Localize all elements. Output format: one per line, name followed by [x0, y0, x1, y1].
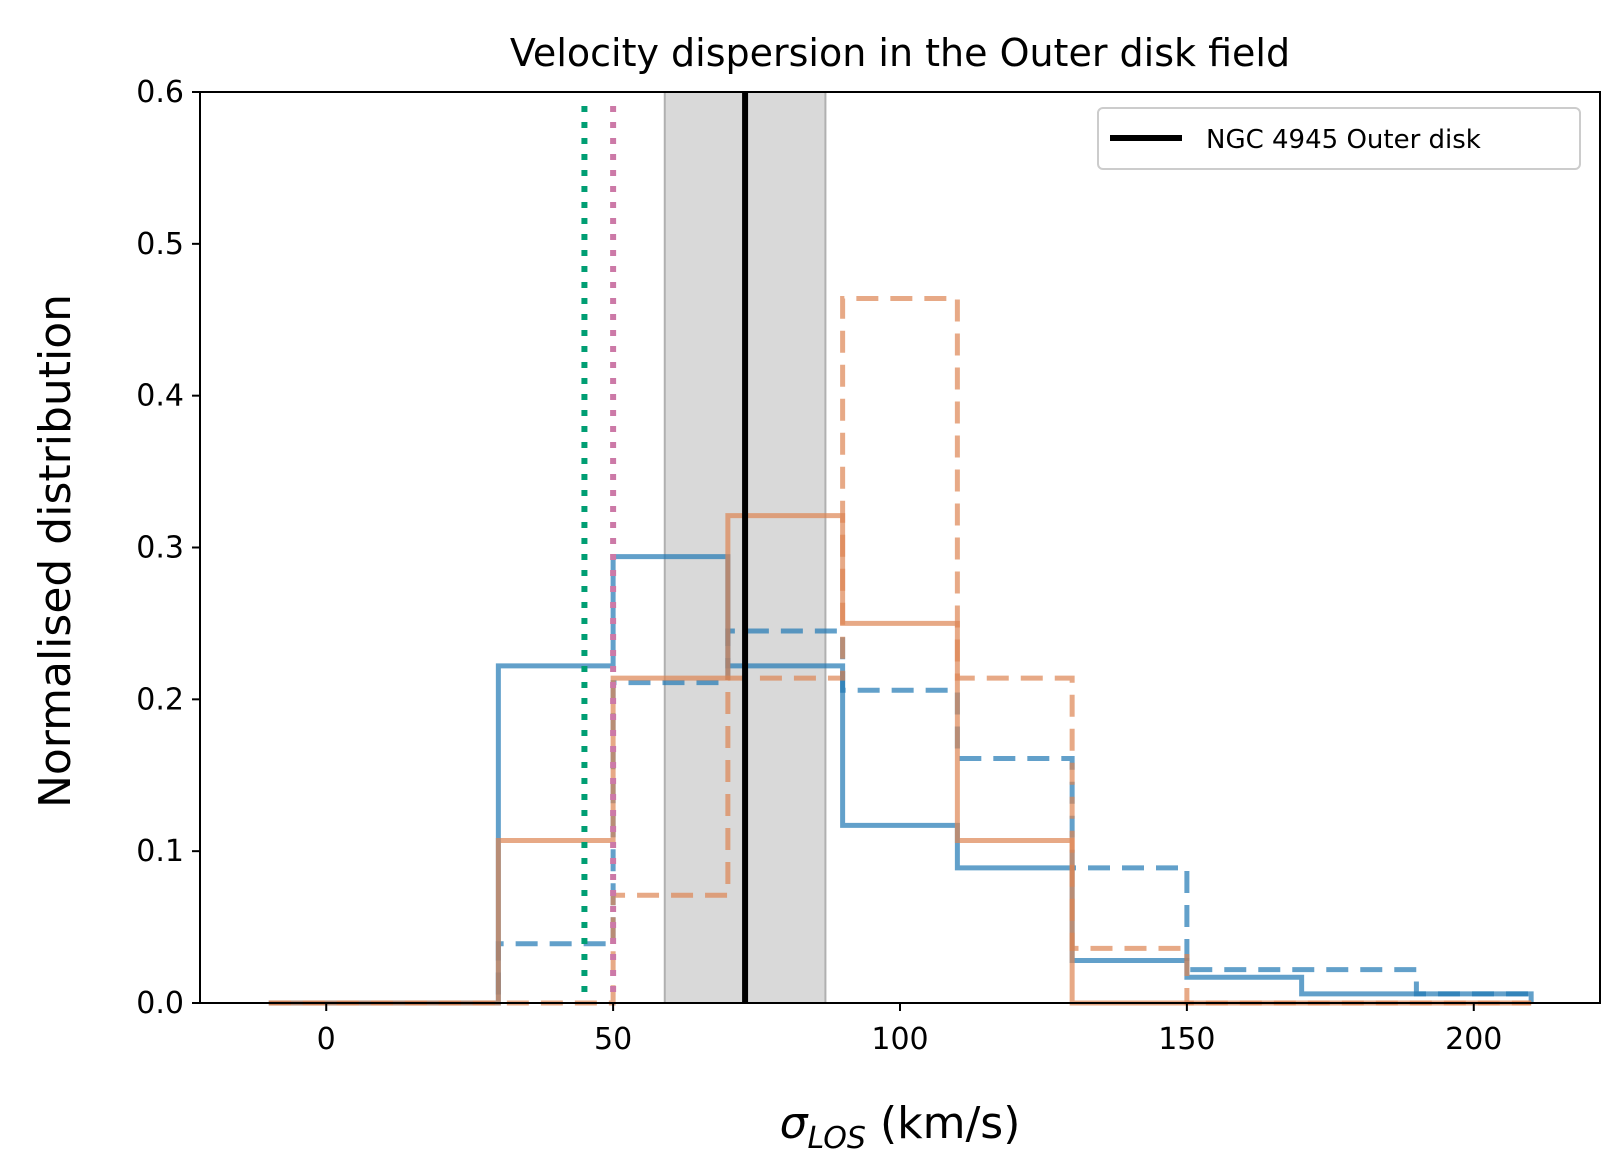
plot-frame	[199, 91, 1601, 1004]
y-tick-label-1: 0.1	[136, 834, 184, 869]
y-tick-label-2: 0.2	[136, 682, 184, 717]
legend-entry-label: NGC 4945 Outer disk	[1206, 125, 1481, 155]
x-tick-label-3: 150	[1158, 1022, 1215, 1057]
chart-title: Velocity dispersion in the Outer disk fi…	[510, 31, 1290, 75]
x-axis-label-symbol: σ	[780, 1098, 809, 1149]
y-tick-label-0: 0.0	[136, 986, 184, 1021]
x-tick-label-4: 200	[1445, 1022, 1502, 1057]
y-axis-label: Normalised distribution	[30, 294, 81, 808]
x-tick-label-2: 100	[871, 1022, 928, 1057]
x-axis-label: σLOS (km/s)	[780, 1098, 1021, 1156]
histogram-series-1	[268, 628, 1534, 1006]
legend-box	[1097, 107, 1581, 170]
y-tick-label-5: 0.5	[136, 227, 184, 262]
legend: NGC 4945 Outer disk	[1097, 107, 1581, 170]
x-axis-label-subscript: LOS	[808, 1121, 866, 1156]
vertical-lines-layer	[581, 92, 749, 1003]
y-tick-label-3: 0.3	[136, 531, 184, 566]
x-tick-label-1: 50	[594, 1022, 632, 1057]
y-tick-label-4: 0.4	[136, 379, 184, 414]
x-tick-label-0: 0	[317, 1022, 336, 1057]
y-tick-label-6: 0.6	[136, 75, 184, 110]
x-axis-label-unit: (km/s)	[866, 1098, 1020, 1149]
axis-ticks-layer: 0 50 100 150 200 0.0 0.1 0.2 0.3 0.4 0.5 0.6	[136, 75, 1502, 1057]
